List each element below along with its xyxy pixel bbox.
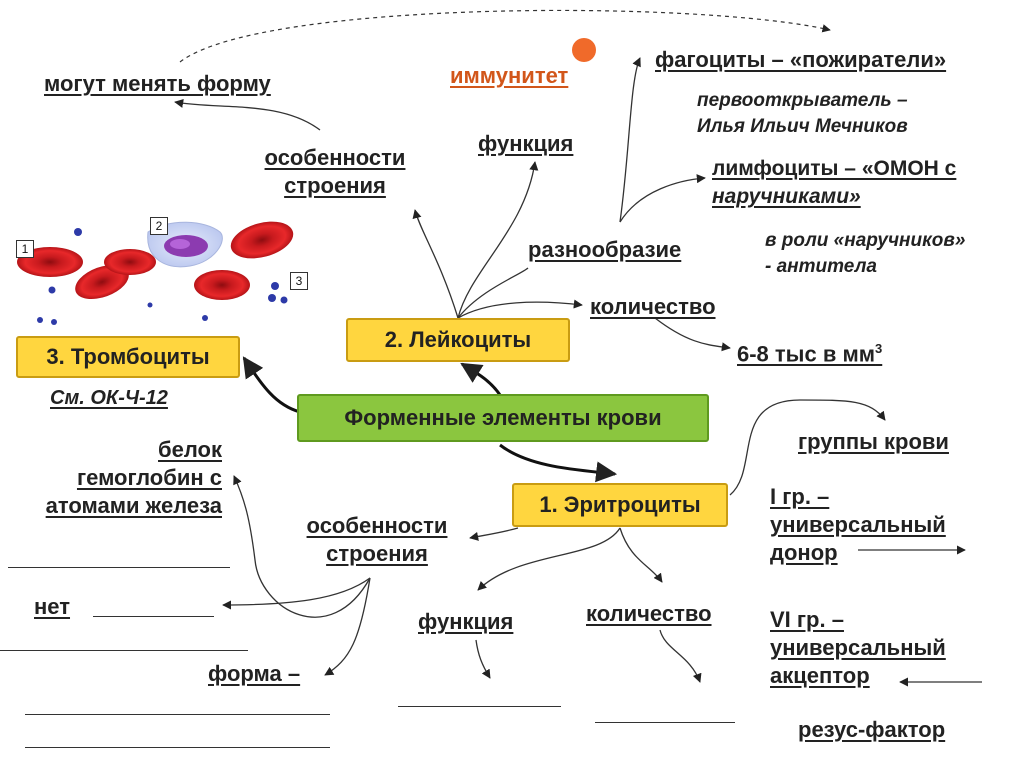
immunity-dot [572, 38, 596, 62]
answer-line [93, 616, 214, 617]
illustration-label-1: 1 [16, 240, 34, 258]
leukocytes-diversity: разнообразие [528, 237, 682, 262]
center-node: Форменные элементы крови [297, 394, 709, 442]
answer-line [25, 747, 330, 748]
answer-line [8, 567, 230, 568]
erythrocytes-rh: резус-фактор [798, 717, 946, 742]
answer-line [25, 714, 330, 715]
arrow-center-to-erythrocytes [499, 443, 618, 483]
erythrocytes-node: 1. Эритроциты [512, 483, 728, 527]
erythrocytes-group4: VI гр. – универсальный акцептор [770, 607, 946, 688]
leukocytes-node: 2. Лейкоциты [346, 318, 570, 362]
arrow-center-to-thrombocytes [242, 356, 301, 414]
illustration-label-3: 3 [290, 272, 308, 290]
erythrocytes-groups: группы крови [798, 429, 949, 454]
answer-line [595, 722, 735, 723]
leukocytes-quantity-value: 6-8 тыс в мм3 [737, 341, 883, 367]
leukocytes-quantity: количество [590, 294, 716, 319]
leukocytes-change-shape: могут менять форму [44, 71, 271, 96]
erythrocytes-quantity: количество [586, 601, 712, 626]
thrombocytes-node: 3. Тромбоциты [16, 336, 240, 378]
answer-line [0, 650, 248, 651]
erythrocytes-group1: I гр. – универсальный донор [770, 484, 946, 565]
thrombocytes-ref: См. ОК-Ч-12 [50, 387, 168, 409]
leukocytes-lymphocytes: лимфоциты – «ОМОН с наручниками» [712, 157, 957, 208]
leukocytes-antibodies: в роли «наручников» - антитела [765, 230, 966, 277]
dashed-link-arc [179, 9, 831, 63]
leukocytes-immunity: иммунитет [450, 63, 569, 88]
leukocytes-function: функция [478, 131, 574, 156]
illustration-label-2: 2 [150, 217, 168, 235]
leukocytes-structure: особенности строения [264, 145, 406, 198]
erythrocytes-protein: белок гемоглобин с атомами железа [45, 437, 222, 518]
erythrocytes-shape: форма – [208, 661, 301, 686]
erythrocytes-structure: особенности строения [306, 513, 448, 566]
leukocytes-discoverer: первооткрыватель – Илья Ильич Мечников [697, 90, 908, 137]
leukocytes-phagocytes: фагоциты – «пожиратели» [655, 47, 947, 72]
answer-line [398, 706, 561, 707]
arrow-center-to-leukocytes [460, 362, 502, 396]
erythrocytes-function: функция [418, 609, 514, 634]
erythrocytes-nucleus: нет [34, 594, 71, 619]
